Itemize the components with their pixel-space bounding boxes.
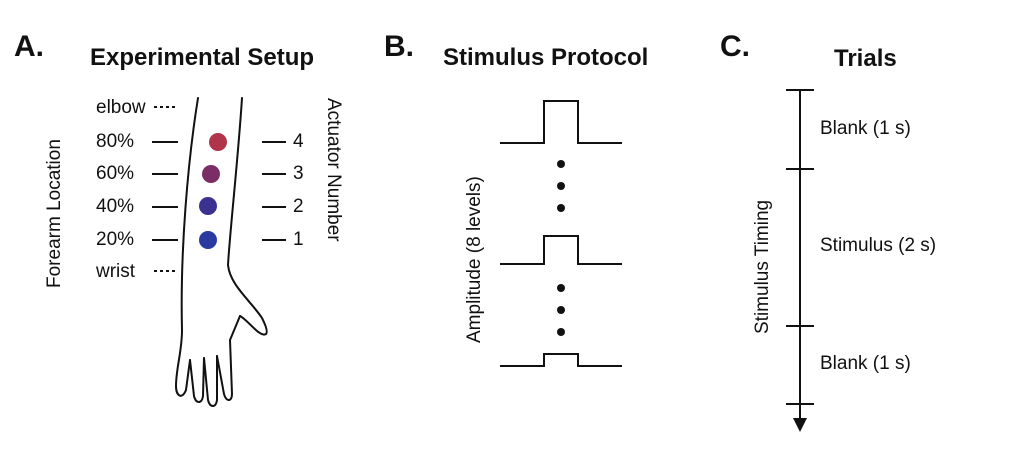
pulse-high [500,100,622,144]
actuator-4-label: 4 [293,131,304,152]
ellipsis-dot [557,204,565,212]
ellipsis-dot [557,182,565,190]
actuator-1-dot [199,231,217,249]
timeline-arrowhead [793,418,807,432]
stimulus-timing-axis-label: Stimulus Timing [752,199,773,334]
phase-blank-2-label: Blank (1 s) [820,353,911,374]
wrist-label: wrist [96,261,136,282]
pulse-mid [500,235,622,265]
forearm-outline [175,97,268,407]
ellipsis-dot [557,284,565,292]
ellipsis-dot [557,306,565,314]
phase-stimulus-label: Stimulus (2 s) [820,235,937,256]
panel-c-letter: C. [720,30,750,63]
actuator-3-dot [202,165,220,183]
panel-c-title: Trials [834,45,897,72]
actuator-3-label: 3 [293,163,304,184]
actuator-2-label: 2 [293,196,304,217]
ellipsis-dot [557,328,565,336]
forearm-location-axis-label: Forearm Location [44,139,65,288]
location-20-label: 20% [96,229,135,250]
location-40-label: 40% [96,196,135,217]
panel-b-letter: B. [384,30,414,63]
location-60-label: 60% [96,163,135,184]
actuator-number-axis-label: Actuator Number [323,98,344,242]
phase-blank-1-label: Blank (1 s) [820,118,911,139]
amplitude-axis-label: Amplitude (8 levels) [464,176,485,343]
panel-a-letter: A. [14,30,44,63]
location-80-label: 80% [96,131,135,152]
actuator-4-dot [209,133,227,151]
panel-b-title: Stimulus Protocol [443,44,649,71]
panel-a-title: Experimental Setup [90,44,315,71]
pulse-low [500,353,622,367]
actuator-2-dot [199,197,217,215]
actuator-1-label: 1 [293,229,304,250]
elbow-label: elbow [96,97,146,118]
ellipsis-dot [557,160,565,168]
